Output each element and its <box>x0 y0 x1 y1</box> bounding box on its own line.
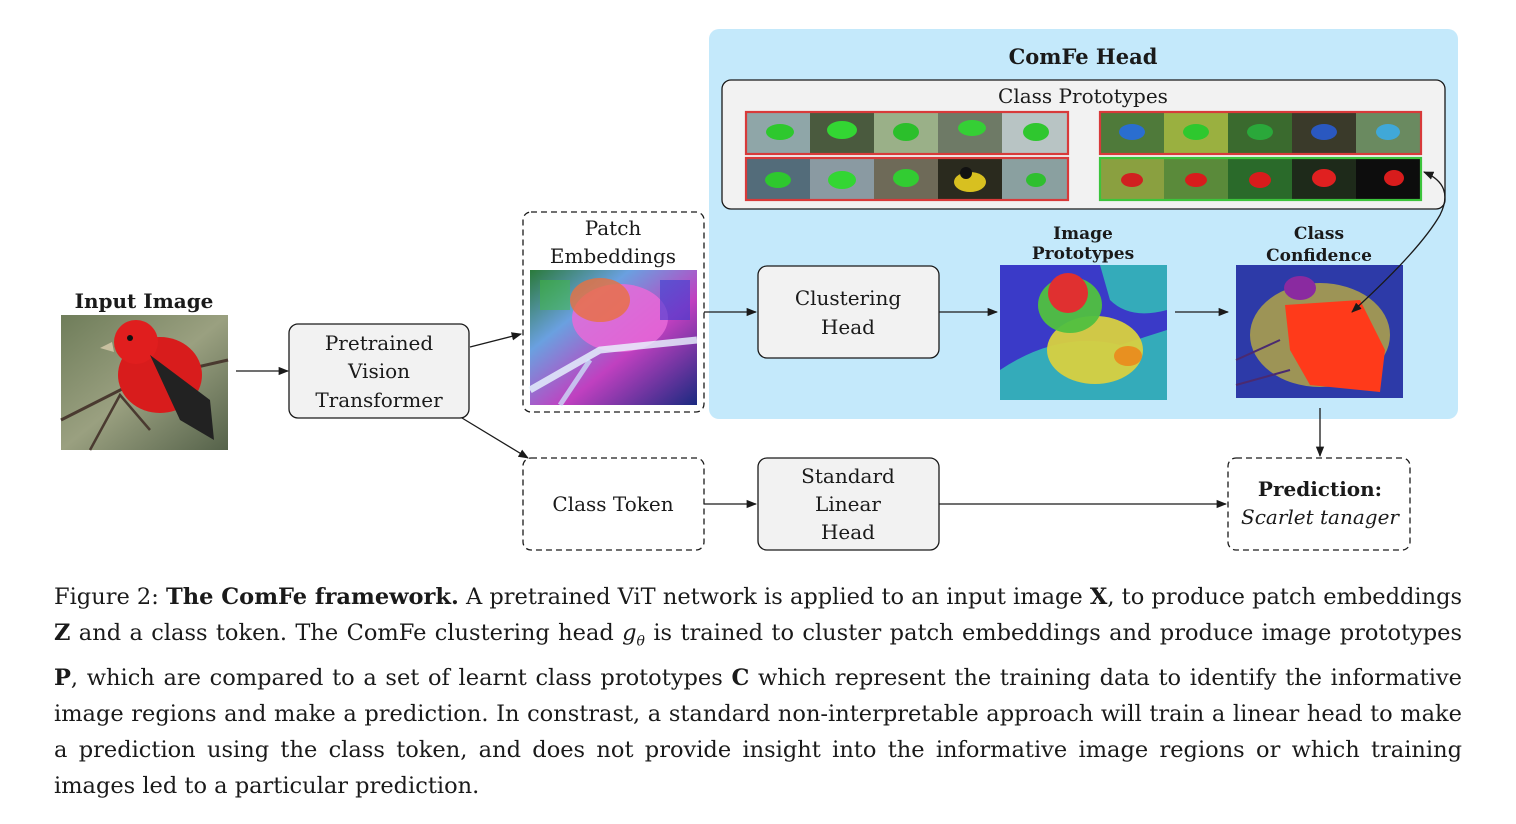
patch-embeddings-image <box>528 270 698 407</box>
patch-embeddings-line2: Embeddings <box>550 244 676 268</box>
prediction-value: Scarlet tanager <box>1241 505 1400 529</box>
caption-text-1: A pretrained ViT network is applied to a… <box>465 584 1083 610</box>
class-confidence-heatmap <box>1235 265 1403 398</box>
comfe-diagram: ComFe Head Class Prototypes <box>60 29 1458 551</box>
caption-symbol-c: C <box>731 664 750 691</box>
image-prototypes-line2: Prototypes <box>1032 244 1134 264</box>
class-prototypes-label: Class Prototypes <box>998 84 1168 108</box>
caption-symbol-z: Z <box>54 620 71 646</box>
prediction-label: Prediction: <box>1258 477 1382 501</box>
prototype-strip-left-top <box>744 110 1070 156</box>
clustering-head-box <box>757 265 940 359</box>
arrow-prototype-to-confidence-curve <box>1351 171 1446 313</box>
prototype-strip-right-bottom <box>1098 156 1423 202</box>
class-token-label: Class Token <box>552 492 673 516</box>
standard-head-line3: Head <box>821 520 875 544</box>
caption-symbol-p: P <box>54 664 71 691</box>
prediction-box <box>1227 457 1411 551</box>
standard-head-line1: Standard <box>801 464 895 488</box>
input-image <box>60 315 229 451</box>
prototype-strip-left-bottom <box>744 156 1070 202</box>
caption-text-3: and a class token. The ComFe clustering … <box>78 620 614 646</box>
caption-symbol-x: X <box>1089 584 1108 610</box>
prototype-strip-right-top <box>1098 110 1423 156</box>
caption-symbol-g: g <box>622 620 637 646</box>
figure-caption: Figure 2: The ComFe framework. A pretrai… <box>54 579 1462 804</box>
input-image-label: Input Image <box>75 289 214 313</box>
caption-figure-label: Figure 2: <box>54 584 159 610</box>
clustering-head-line2: Head <box>821 315 875 339</box>
caption-symbol-theta: θ <box>636 633 645 650</box>
comfe-head-title: ComFe Head <box>1009 44 1158 69</box>
image-prototypes-line1: Image <box>1053 224 1113 244</box>
standard-head-line2: Linear <box>815 492 881 516</box>
caption-text-5: , which are compared to a set of learnt … <box>70 664 723 691</box>
arrow-vit-to-token <box>461 417 529 459</box>
image-prototypes-image <box>1000 265 1167 400</box>
caption-text-4: is trained to cluster patch embeddings a… <box>653 620 1463 646</box>
flow-arrows <box>236 171 1446 509</box>
clustering-head-line1: Clustering <box>795 286 902 310</box>
vit-label-line1: Pretrained <box>325 331 433 355</box>
caption-title: The ComFe framework. <box>166 584 459 610</box>
class-confidence-line2: Confidence <box>1266 246 1372 266</box>
class-confidence-line1: Class <box>1294 224 1344 244</box>
vit-label-line3: Transformer <box>315 388 443 412</box>
caption-text-6: which represent the training data to ide… <box>54 664 1462 799</box>
patch-embeddings-line1: Patch <box>585 216 642 240</box>
caption-text-2: , to produce patch embeddings <box>1107 584 1463 610</box>
vit-label-line2: Vision <box>347 359 410 383</box>
arrow-vit-to-patch <box>469 332 523 348</box>
